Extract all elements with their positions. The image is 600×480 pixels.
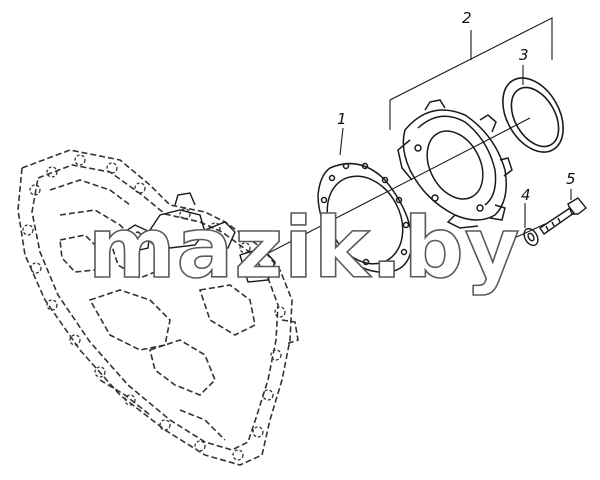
callout-3-seal-ring: 3 [519, 46, 529, 64]
gasket [317, 162, 413, 274]
callout-1-gasket: 1 [337, 110, 347, 128]
gearbox-housing [17, 149, 299, 466]
bolt [539, 197, 587, 235]
watermark: mazik.by [87, 199, 521, 297]
callout-5-bolt: 5 [566, 170, 576, 188]
leader-lines [339, 17, 572, 228]
housing-bolt-holes [22, 154, 286, 461]
callout-2-cover-assembly: 2 [462, 9, 472, 27]
seal-ring [502, 77, 564, 153]
callout-4-washer: 4 [521, 186, 531, 204]
assembly-axis-lines [254, 117, 546, 261]
washer [523, 227, 539, 247]
cover-assembly [397, 99, 513, 229]
housing-top-fittings [119, 192, 276, 283]
